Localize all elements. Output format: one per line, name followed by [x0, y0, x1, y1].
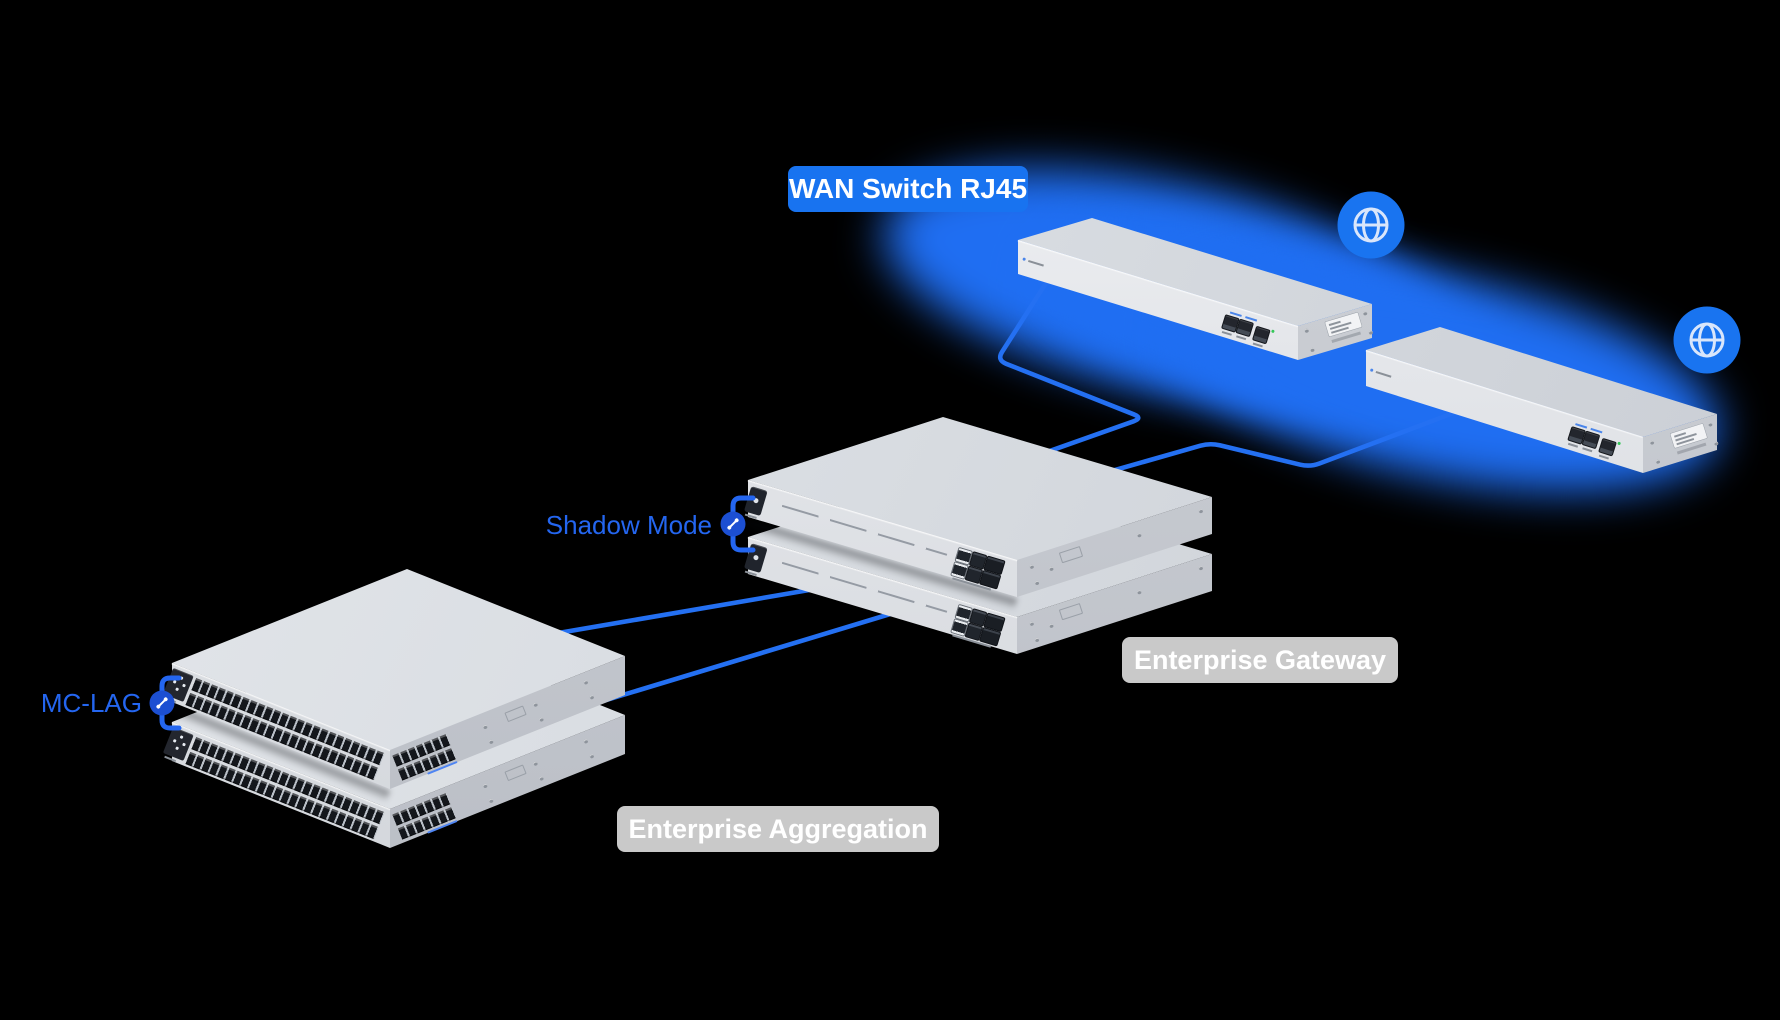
link-gateway-to-wan-switch-1: [997, 269, 1141, 468]
enterprise-aggregation-badge: Enterprise Aggregation: [617, 806, 939, 852]
globe-icon: [1337, 191, 1405, 259]
enterprise-aggregation-badge-label: Enterprise Aggregation: [628, 813, 928, 844]
mc-lag-link-icon: [149, 690, 175, 716]
enterprise-gateway-badge-label: Enterprise Gateway: [1133, 644, 1387, 675]
wan-switch-badge: WAN Switch RJ45: [788, 166, 1028, 212]
link-gateway-to-wan-switch-2: [1077, 400, 1483, 483]
mc-lag-label: MC-LAG: [40, 688, 142, 718]
globe-icon: [1673, 306, 1741, 374]
shadow-mode-label: Shadow Mode: [545, 510, 712, 540]
shadow-mode-link-icon: [720, 511, 746, 537]
wan-switch-badge-label: WAN Switch RJ45: [788, 173, 1028, 204]
enterprise-gateway-badge: Enterprise Gateway: [1122, 637, 1398, 683]
